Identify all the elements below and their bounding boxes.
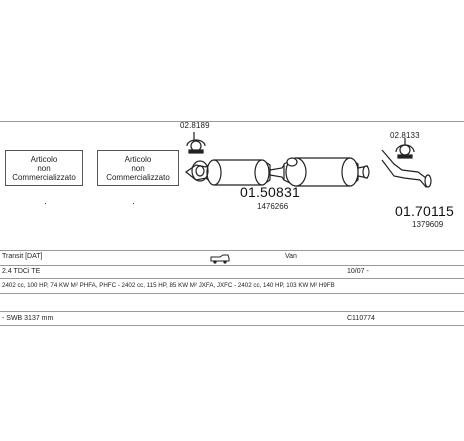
top-divider — [0, 121, 464, 122]
divider-5 — [0, 311, 464, 312]
middle-article-ref: 1476266 — [257, 202, 289, 211]
article-box-not-available-2: Articolo non Commercializzato — [97, 150, 179, 186]
box1-line-3: Commercializzato — [12, 172, 76, 182]
clamp-left-code[interactable]: 02.8189 — [180, 121, 210, 130]
article-box-not-available-1: Articolo non Commercializzato — [5, 150, 83, 186]
box2-line-1: Articolo — [124, 154, 152, 164]
vehicle-body-type: Van — [285, 253, 297, 260]
exhaust-diagram — [184, 132, 432, 188]
vehicle-engine-details: 2402 cc, 100 HP, 74 KW M² PHFA, PHFC - 2… — [2, 282, 335, 289]
dot-marker-1 — [45, 203, 46, 204]
rear-article-number[interactable]: 01.70115 — [395, 203, 454, 219]
divider-1 — [0, 250, 464, 251]
front-pipe-ring — [191, 160, 209, 182]
box1-line-1: Articolo — [30, 154, 58, 164]
box1-line-2: non — [37, 163, 51, 173]
divider-6 — [0, 325, 464, 326]
box2-line-2: non — [131, 163, 145, 173]
van-icon — [210, 254, 230, 264]
vehicle-from-date: 10/07 - — [347, 268, 369, 275]
tail-pipe — [381, 149, 432, 188]
dot-marker-2 — [133, 203, 134, 204]
divider-2 — [0, 265, 464, 266]
rear-silencer — [283, 157, 370, 187]
clamp-icon-left — [186, 132, 206, 154]
vehicle-engine: 2.4 TDCi TE — [2, 268, 41, 275]
clamp-icon-right — [395, 138, 415, 159]
vehicle-model: Transit [DAT] — [2, 253, 43, 260]
divider-4 — [0, 293, 464, 294]
middle-article-number[interactable]: 01.50831 — [240, 184, 300, 200]
box2-line-3: Commercializzato — [106, 172, 170, 182]
rear-article-ref: 1379609 — [412, 220, 444, 229]
clamp-right-code[interactable]: 02.8133 — [390, 131, 420, 140]
catalog-code: C110774 — [347, 315, 375, 322]
vehicle-wheelbase: - SWB 3137 mm — [2, 315, 54, 322]
divider-3 — [0, 278, 464, 279]
